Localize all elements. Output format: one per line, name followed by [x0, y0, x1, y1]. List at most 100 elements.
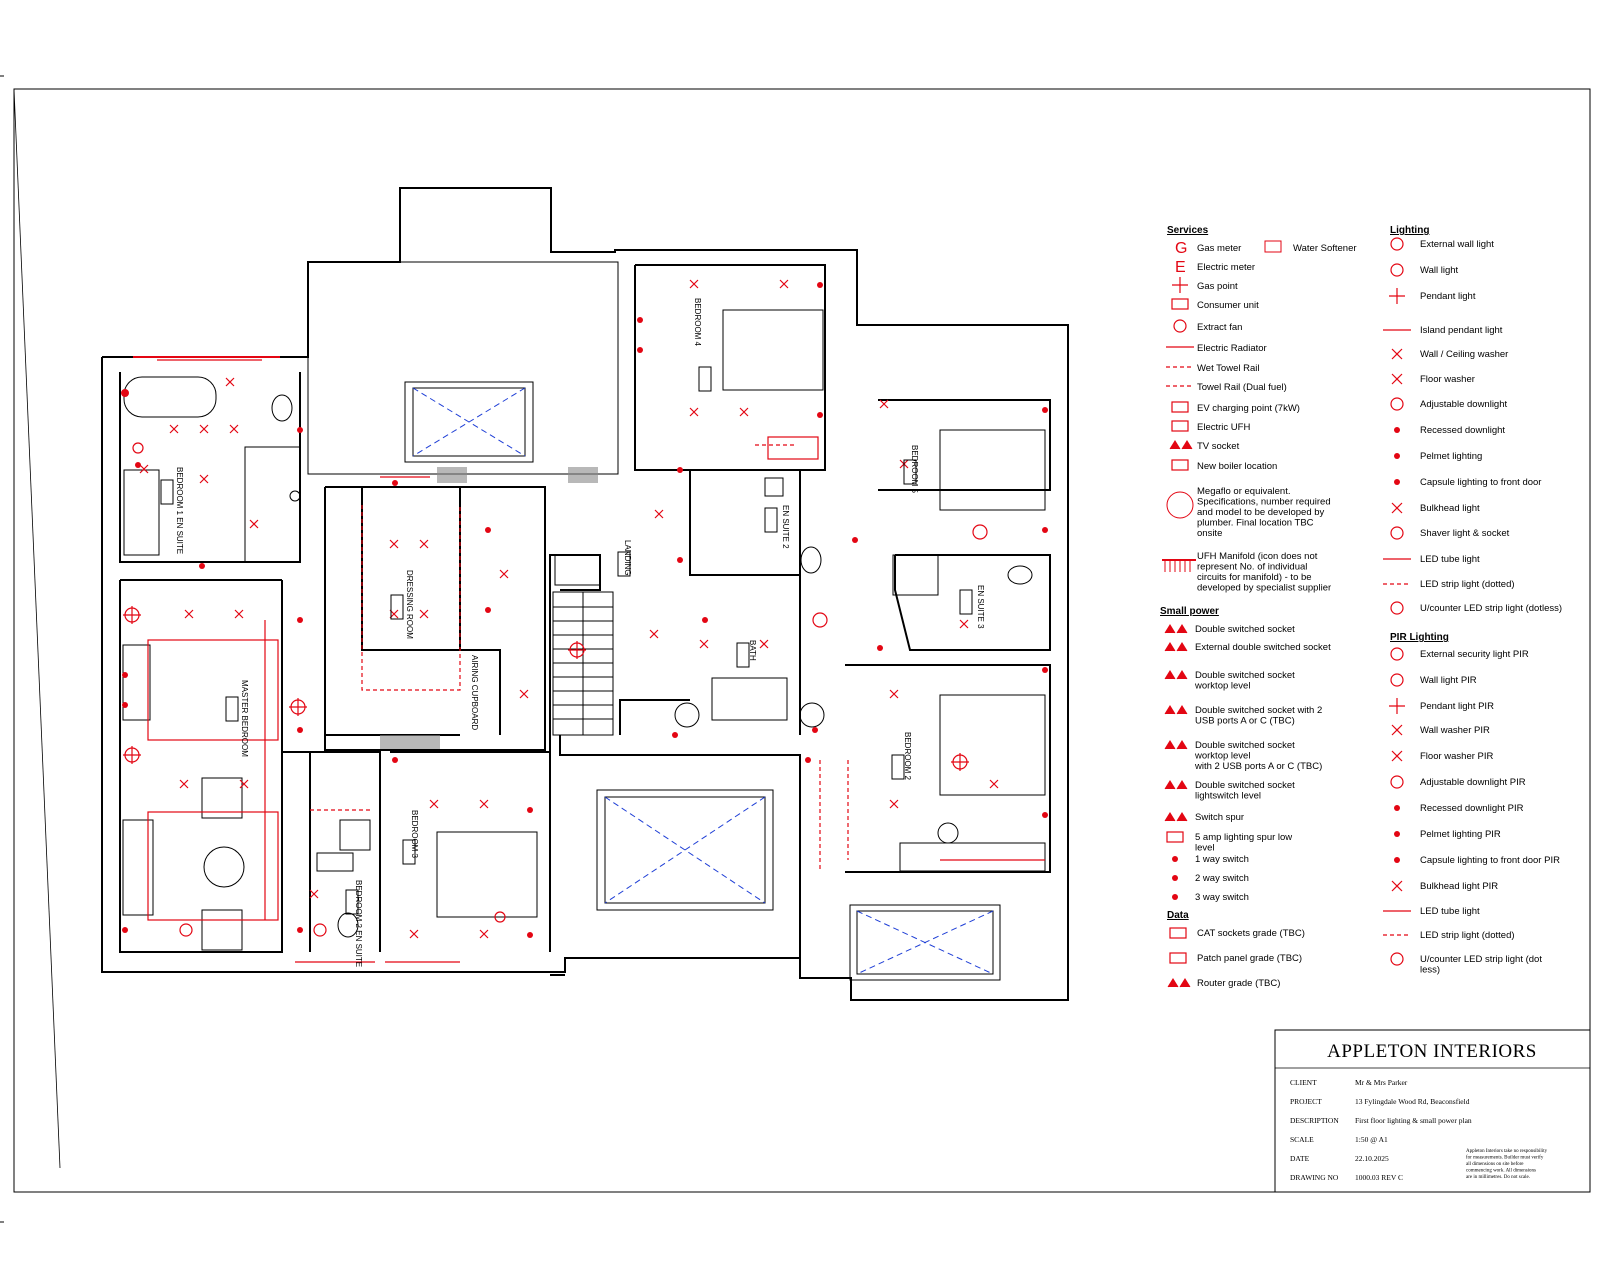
title-block-note-line: for measurements. Builder must verify	[1466, 1156, 1544, 1161]
water-softener-icon	[1264, 240, 1282, 253]
ufh-line: represent No. of individual	[1197, 562, 1307, 573]
legend-item-label: Adjustable downlight PIR	[1420, 777, 1526, 788]
title-block-value: First floor lighting & small power plan	[1355, 1116, 1472, 1125]
room-label: BEDROOM 1 EN SUITE	[175, 467, 184, 554]
gas-point-icon	[1172, 277, 1188, 293]
worktop-socket-icon	[1164, 670, 1188, 680]
ufh-manifold-icon	[1162, 559, 1196, 572]
title-block-label: DRAWING NO	[1290, 1173, 1339, 1182]
legend-item-label: Router grade (TBC)	[1197, 978, 1280, 989]
legend-item-label: with 2 USB ports A or C (TBC)	[1194, 761, 1322, 772]
ucounter-led-strip-icon	[1390, 601, 1404, 615]
legend-item-label: U/counter LED strip light (dot	[1420, 954, 1542, 965]
socket-markers	[121, 282, 1048, 938]
capsule-lighting-pir-icon	[1394, 857, 1400, 863]
external-wall-light-icon	[1390, 237, 1404, 251]
title-block-note-line: commencing work. All dimensions	[1466, 1169, 1536, 1174]
legend-item-label: Patch panel grade (TBC)	[1197, 953, 1302, 964]
legend-item-label: Electric UFH	[1197, 422, 1250, 433]
room-label: BEDROOM 2 EN SUITE	[354, 880, 363, 967]
light-fittings	[123, 279, 999, 939]
legend-item-label: Pendant light PIR	[1420, 701, 1494, 712]
title-block-value: 13 Fylingdale Wood Rd, Beaconsfield	[1355, 1097, 1470, 1106]
switch-spur-icon	[1164, 812, 1188, 822]
patch-panel-icon	[1169, 952, 1187, 964]
room-label: AIRING CUPBOARD	[470, 655, 479, 730]
wall-washer-pir-icon	[1391, 724, 1403, 736]
legend-item-label: worktop level	[1194, 681, 1250, 692]
legend-item-label: less)	[1420, 965, 1440, 976]
legend-item-label: Shaver light & socket	[1420, 528, 1510, 539]
legend-item-label: External security light PIR	[1420, 649, 1529, 660]
data-items: CAT sockets grade (TBC)Patch panel grade…	[1167, 927, 1305, 989]
legend-item-label: LED strip light (dotted)	[1420, 579, 1515, 590]
title-block-note-line: Appleton Interiors take no responsibilit…	[1466, 1149, 1548, 1154]
legend-item-label: lightswitch level	[1195, 791, 1261, 802]
title-block-label: CLIENT	[1290, 1078, 1317, 1087]
roof-void	[307, 261, 619, 475]
megaflo-line: and model to be developed by	[1197, 507, 1325, 518]
ev-charging-icon	[1171, 401, 1189, 413]
room-label: BATH	[748, 640, 757, 661]
legend-item-label: U/counter LED strip light (dotless)	[1420, 603, 1562, 614]
title-block-label: DATE	[1290, 1154, 1310, 1163]
room-label: MASTER BEDROOM	[240, 680, 249, 757]
three-way-switch-icon	[1172, 894, 1178, 900]
data-heading: Data	[1167, 910, 1189, 921]
router-icon	[1167, 978, 1191, 988]
sheet-border	[13, 88, 1591, 1193]
wall-ceiling-washer-icon	[1391, 348, 1403, 360]
water-softener-label: Water Softener	[1293, 243, 1357, 254]
title-block-label: SCALE	[1290, 1135, 1314, 1144]
legend-item-label: LED strip light (dotted)	[1420, 930, 1515, 941]
legend-item-label: Floor washer PIR	[1420, 751, 1494, 762]
ucounter-led-strip-pir-icon	[1390, 952, 1404, 966]
small-power-heading: Small power	[1160, 606, 1219, 617]
legend-item-label: Wall light	[1420, 265, 1459, 276]
title-block-note-line: all dimensions on site before	[1466, 1162, 1524, 1167]
ufh-line: UFH Manifold (icon does not	[1197, 551, 1318, 562]
pir-lighting-heading: PIR Lighting	[1390, 632, 1449, 643]
title-block-label: DESCRIPTION	[1290, 1116, 1339, 1125]
ceiling-height-tags	[160, 366, 973, 915]
floor-washer-pir-icon	[1391, 750, 1403, 762]
staircase	[552, 554, 614, 736]
legend-item-label: Double switched socket with 2	[1195, 705, 1322, 716]
bulkhead-light-pir-icon	[1391, 880, 1403, 892]
outer-wall	[101, 187, 1069, 1001]
legend-item-label: USB ports A or C (TBC)	[1195, 716, 1295, 727]
legend-item-label: Electric meter	[1197, 262, 1255, 273]
ufh-line: developed by specialist supplier	[1197, 583, 1331, 594]
adjustable-downlight-icon	[1390, 397, 1404, 411]
title-block-note-line: are in millimetres. Do not scale.	[1466, 1175, 1530, 1180]
legend-item-label: Double switched socket	[1195, 670, 1295, 681]
legend-item-label: Capsule lighting to front door PIR	[1420, 855, 1560, 866]
double-switched-socket-icon	[1164, 624, 1188, 634]
legend-item-label: Extract fan	[1197, 322, 1242, 333]
hatched-zones	[380, 467, 598, 749]
room-label: EN SUITE 3	[976, 585, 985, 629]
company-name: APPLETON INTERIORS	[1327, 1041, 1537, 1062]
svg-text:G: G	[1175, 240, 1187, 257]
legend-item-label: Floor washer	[1420, 374, 1475, 385]
electrical-runs	[133, 356, 1045, 963]
external-double-socket-icon	[1164, 642, 1188, 652]
room-label: EN SUITE 2	[781, 505, 790, 549]
ufh-line: circuits for manifold) - to be	[1197, 572, 1312, 583]
megaflo-icon	[1166, 491, 1194, 519]
legend-item-label: Wet Towel Rail	[1197, 363, 1259, 374]
title-block-value: 1:50 @ A1	[1355, 1135, 1388, 1144]
pelmet-lighting-pir-icon	[1394, 831, 1400, 837]
legend-item-label: level	[1195, 843, 1215, 854]
title-block-label: PROJECT	[1290, 1097, 1322, 1106]
legend-item-label: New boiler location	[1197, 461, 1277, 472]
shaver-light-icon	[1390, 526, 1404, 540]
bulkhead-light-icon	[1391, 502, 1403, 514]
legend-item-label: TV socket	[1197, 441, 1240, 452]
floor-washer-icon	[1391, 373, 1403, 385]
adjustable-downlight-pir-icon	[1390, 775, 1404, 789]
legend-item-label: Gas meter	[1197, 243, 1241, 254]
title-block-note: Appleton Interiors take no responsibilit…	[1466, 1149, 1548, 1180]
